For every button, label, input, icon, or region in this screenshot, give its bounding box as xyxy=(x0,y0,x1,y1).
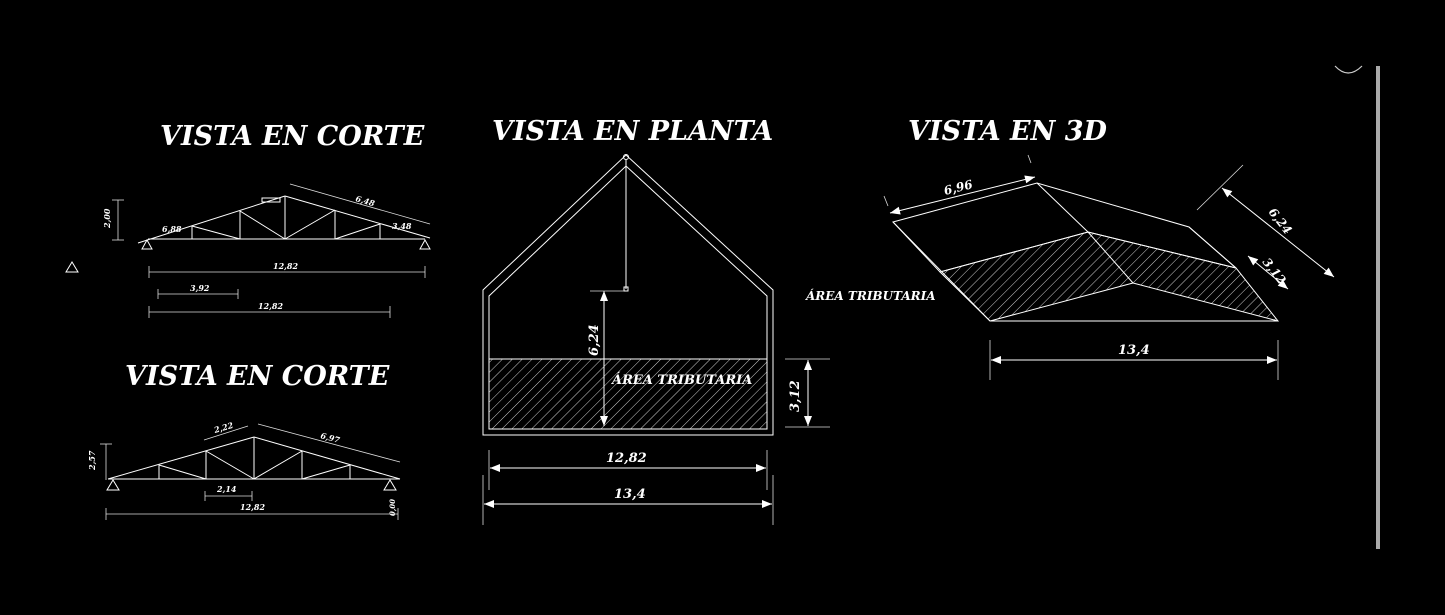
arc-mark xyxy=(1334,65,1363,74)
corte2-span: 12,82 xyxy=(240,502,265,512)
corte2-section: VISTA EN CORTE 2,57 2,22 6,97 2,14 xyxy=(87,361,401,520)
truss-1 xyxy=(137,195,431,250)
title-corte1: VISTA EN CORTE xyxy=(160,121,425,152)
support-right-2 xyxy=(383,479,397,491)
3d-right-short: 3,12 xyxy=(1260,255,1289,287)
planta-depth: 6,24 xyxy=(587,324,602,356)
corte1-right-top: 6,48 xyxy=(354,193,376,208)
title-corte2: VISTA EN CORTE xyxy=(125,361,390,392)
corte1-height: 2,00 xyxy=(102,208,112,229)
corte2-right-small: 0,00 xyxy=(388,499,397,516)
planta-tributary-area xyxy=(489,359,767,429)
corte1-section: VISTA EN CORTE 2,00 6,88 6,4 xyxy=(65,121,431,318)
support-right xyxy=(419,238,431,250)
title-planta: VISTA EN PLANTA xyxy=(492,116,773,147)
roof-tributary-right xyxy=(1088,232,1278,321)
corte2-top-right: 6,97 xyxy=(319,430,341,445)
3d-top-edge: 6,96 xyxy=(942,177,974,198)
corte1-span: 12,82 xyxy=(273,261,298,271)
planta-section: VISTA EN PLANTA 6,24 ÁREA TRIBUTARIA 3,1… xyxy=(482,116,830,525)
corte1-left-slope: 6,88 xyxy=(162,224,182,234)
planta-outer xyxy=(482,154,774,436)
planta-tributary-label: ÁREA TRIBUTARIA xyxy=(610,372,752,388)
3d-bottom: 13,4 xyxy=(1118,343,1150,358)
corte1-total: 12,82 xyxy=(258,301,283,311)
support-left-2 xyxy=(106,479,120,491)
support-left xyxy=(141,238,153,250)
corte1-sub-span: 3,92 xyxy=(190,283,210,293)
corte2-mid: 2,14 xyxy=(216,484,237,494)
vista3d-section: VISTA EN 3D 6,96 6,24 3,12 ÁREA TRIBUTAR… xyxy=(805,116,1335,380)
truss-2 xyxy=(106,436,401,491)
title-3d: VISTA EN 3D xyxy=(908,116,1107,147)
3d-right-long: 6,24 xyxy=(1266,205,1295,237)
3d-tributary-label: ÁREA TRIBUTARIA xyxy=(805,288,936,303)
planta-inner-width: 12,82 xyxy=(606,451,647,466)
roof-tributary-left xyxy=(940,232,1133,321)
planta-side: 3,12 xyxy=(788,380,803,412)
triangle-symbol xyxy=(65,261,79,273)
planta-outer-width: 13,4 xyxy=(614,487,646,502)
corte2-top-left: 2,22 xyxy=(212,420,235,435)
corte2-height: 2,57 xyxy=(87,450,97,471)
corte1-right-small: 3,48 xyxy=(392,221,412,231)
